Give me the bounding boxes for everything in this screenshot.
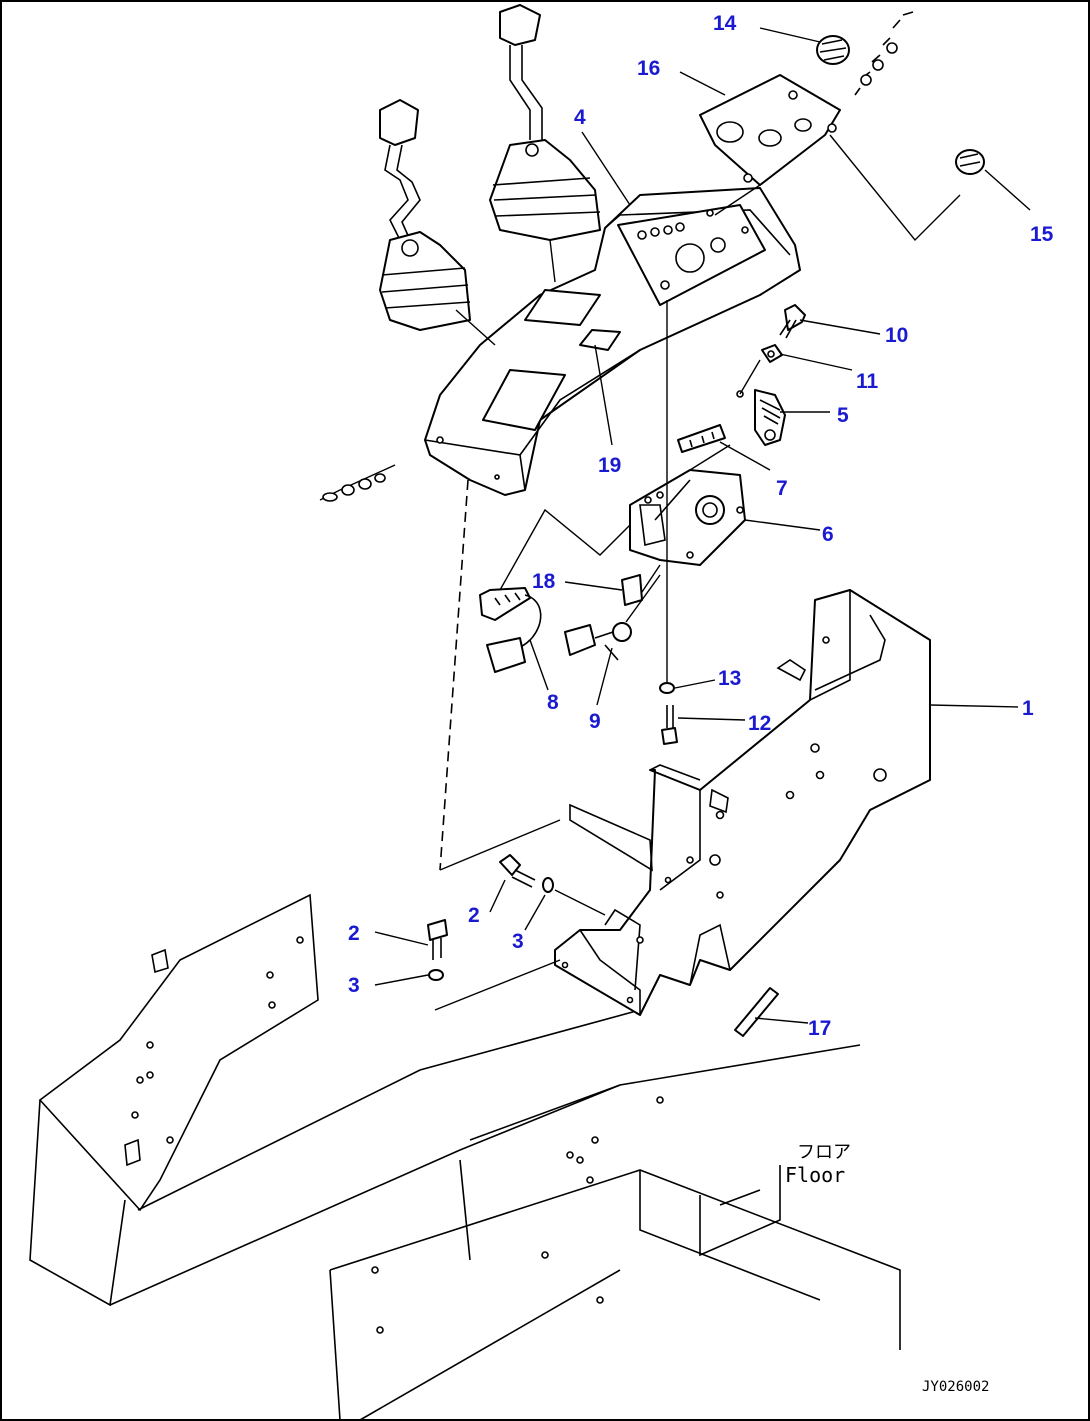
- callout-leaders: [374, 27, 1031, 1024]
- floor-label-en: Floor: [785, 1163, 845, 1187]
- floor-label-jp: フロア: [797, 1142, 851, 1163]
- bracket-switch-6: [629, 469, 746, 566]
- callout-7: 7: [776, 477, 788, 500]
- callout-11: 11: [856, 370, 879, 393]
- connector-7: [677, 424, 726, 453]
- callout-9: 9: [589, 710, 601, 733]
- callout-19: 19: [598, 454, 621, 477]
- left-lever-with-boot: [379, 99, 471, 331]
- callout-16: 16: [637, 57, 660, 80]
- leader-16-to-4: [714, 184, 761, 216]
- harness-8: [479, 587, 542, 673]
- callout-6: 6: [822, 523, 834, 546]
- callout-13: 13: [718, 667, 741, 690]
- right-lever-with-boot: [489, 4, 601, 241]
- bolt-10: [779, 304, 806, 339]
- switch-5: [754, 389, 786, 446]
- callout-3-lower: 3: [348, 974, 360, 997]
- leader-15: [829, 134, 961, 242]
- leader-8-zigzag: [499, 508, 631, 591]
- callout-14: 14: [713, 12, 737, 35]
- leader-left-boot: [455, 309, 496, 346]
- leader-washer: [739, 359, 761, 395]
- dashed-assembly-line: [439, 479, 469, 871]
- knob-15: [955, 149, 985, 175]
- leader-7-link: [689, 444, 731, 471]
- callout-5: 5: [837, 404, 849, 427]
- pin-17: [734, 987, 779, 1037]
- assembly-line-a: [439, 819, 561, 871]
- assembly-line-b: [554, 889, 606, 916]
- bolt-2-lower: [427, 919, 448, 960]
- callout-18: 18: [532, 570, 556, 593]
- callout-2-lower: 2: [348, 922, 360, 945]
- callout-labels: 1 2 2 3 3 4 5 6 7 8 9 10 11 12 13 14 15 …: [348, 12, 1054, 1040]
- washer-3-upper: [542, 877, 554, 893]
- assembly-line-c: [434, 959, 561, 1011]
- leader-right-boot: [549, 239, 556, 283]
- callout-4: 4: [574, 106, 586, 129]
- washer-11: [761, 344, 783, 363]
- drawing-code: JY026002: [922, 1379, 989, 1395]
- washer-3-lower: [428, 969, 444, 981]
- callout-15: 15: [1030, 223, 1054, 246]
- bolt-12: [661, 705, 678, 745]
- switch-9: [564, 622, 632, 661]
- callout-2-upper: 2: [468, 904, 480, 927]
- knob-14: [816, 35, 850, 65]
- callout-17: 17: [808, 1017, 831, 1040]
- leader-9-link: [625, 574, 661, 623]
- callout-10: 10: [885, 324, 908, 347]
- knob-nut-stack: [854, 11, 914, 96]
- callout-8: 8: [547, 691, 559, 714]
- cab-floor-structure: [29, 893, 901, 1421]
- bracket-18: [621, 574, 643, 606]
- callout-1: 1: [1022, 697, 1034, 720]
- leader-18-link: [641, 564, 661, 593]
- washer-13: [659, 682, 675, 694]
- console-cover: [424, 187, 801, 496]
- bolt-2-upper: [499, 854, 536, 888]
- callout-3-upper: 3: [512, 930, 524, 953]
- switch-panel-plate: [699, 74, 841, 186]
- console-stand: [554, 588, 931, 1016]
- screw-stack-left: [322, 473, 386, 502]
- callout-12: 12: [748, 712, 771, 735]
